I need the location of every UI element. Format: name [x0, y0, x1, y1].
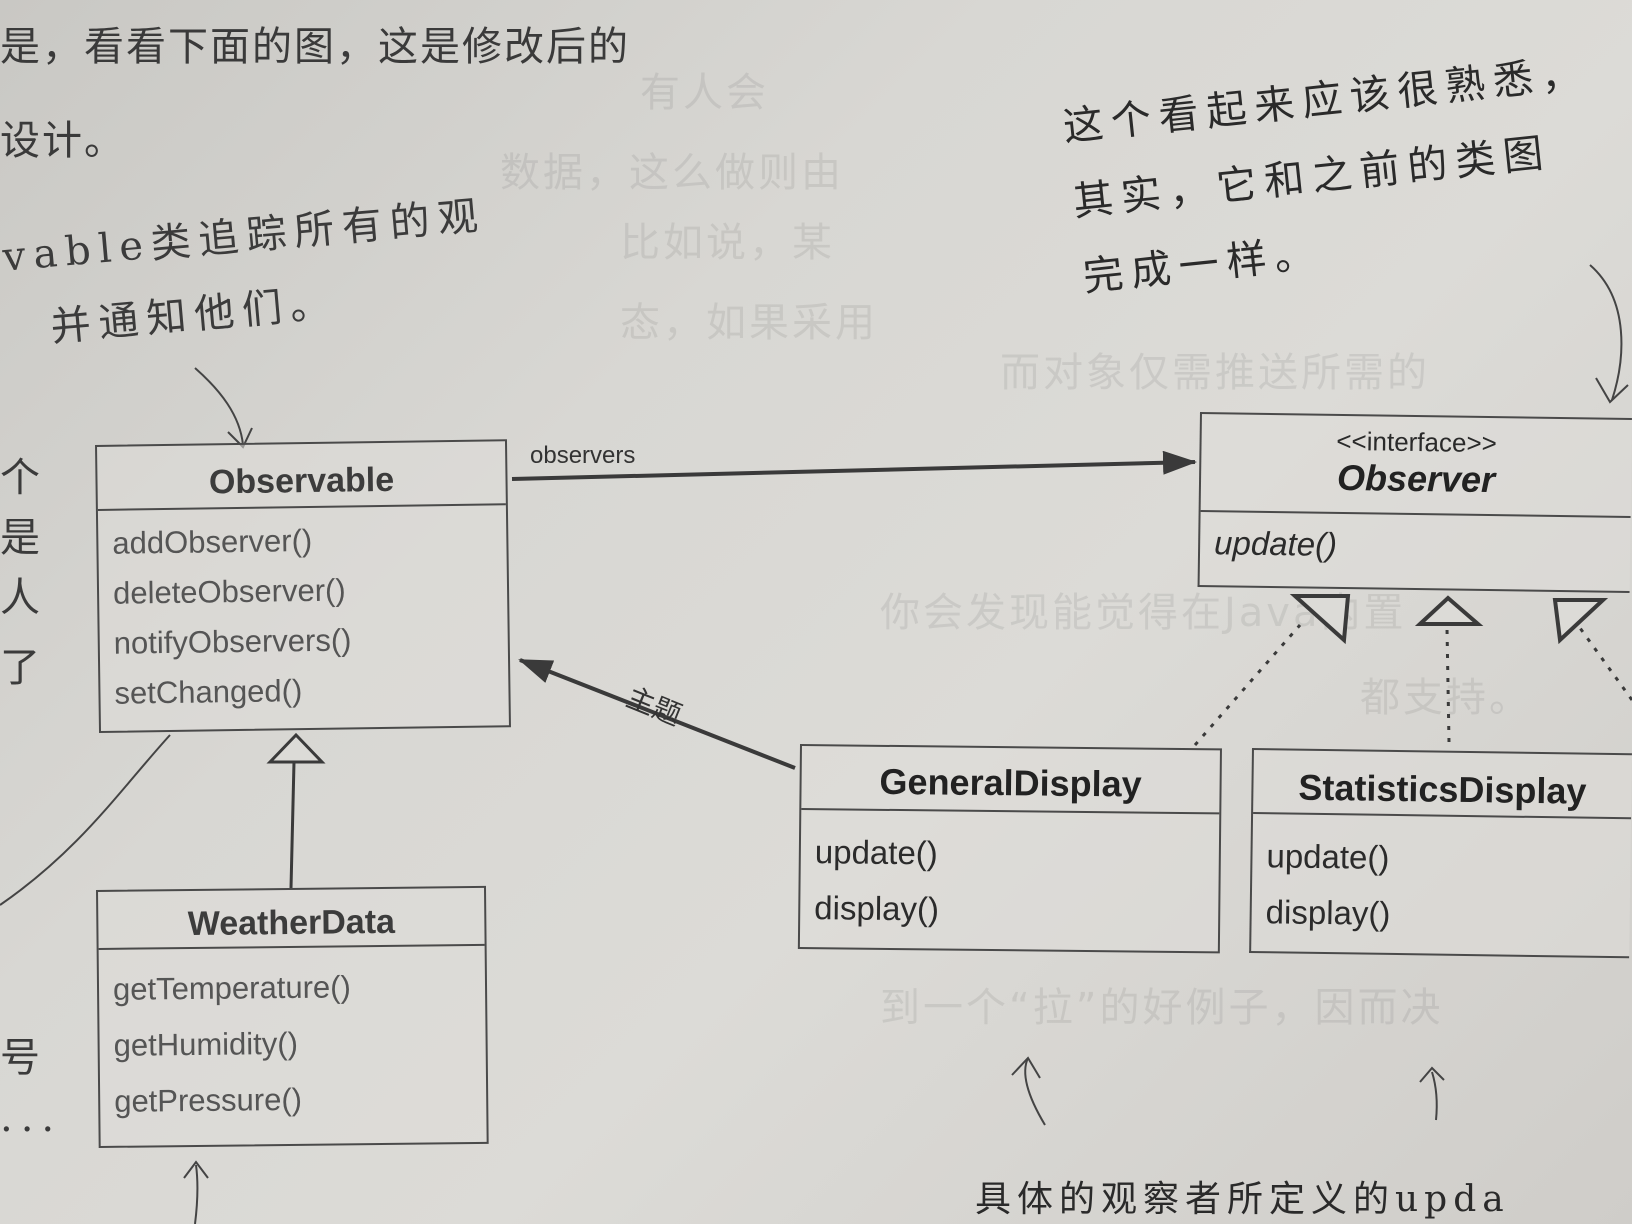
bleed-text: 而对象仅需推送所需的 [1000, 350, 1430, 396]
bleed-text: 比如说，某 [620, 220, 835, 266]
inheritance-line [289, 761, 296, 889]
bleed-text: 态，如果采用 [620, 300, 878, 346]
realization-line [1445, 627, 1451, 743]
method-list: addObserver() deleteObserver() notifyObs… [98, 505, 509, 727]
printed-text-line-2: 设计。 [0, 118, 126, 164]
observer-interface-box: <<interface>> Observer update() [1197, 412, 1632, 594]
generaldisplay-class-box: GeneralDisplay update() display() [797, 744, 1222, 954]
hand-arrow-stroke [194, 367, 244, 446]
bleed-text: 到一个“拉”的好例子，因而决 [880, 985, 1444, 1031]
method-item: display() [814, 889, 940, 928]
bleed-text: 数据，这么做则由 [500, 150, 844, 196]
method-item: getPressure() [114, 1081, 303, 1119]
hand-arrow-head [1011, 1056, 1041, 1079]
realization-line [1578, 627, 1632, 701]
hand-arrow-head [1419, 1066, 1445, 1083]
class-header: WeatherData [98, 887, 485, 950]
annotation-bottom-right: 具体的观察者所定义的upda [975, 1179, 1510, 1220]
method-item: getHumidity() [113, 1025, 299, 1063]
realization-arrowhead [1552, 598, 1609, 645]
interface-header: <<interface>> Observer [1200, 414, 1632, 519]
method-list: update() display() [800, 810, 1219, 948]
hand-drawn-curve [0, 734, 171, 906]
hand-arrow-stroke [1589, 264, 1623, 401]
class-header: GeneralDisplay [801, 746, 1220, 815]
margin-char: 是 [0, 515, 48, 561]
method-list: update() [1200, 512, 1631, 582]
method-item: display() [1265, 893, 1391, 932]
statisticsdisplay-class-name: StatisticsDisplay [1298, 766, 1587, 812]
margin-char: 人 [0, 575, 48, 621]
margin-char: 号 [0, 1035, 48, 1081]
weatherdata-class-name: WeatherData [187, 902, 396, 944]
class-header: Observable [97, 441, 506, 511]
realization-line [1193, 624, 1302, 746]
observer-interface-name: Observer [1336, 456, 1496, 501]
observable-class-box: Observable addObserver() deleteObserver(… [95, 439, 511, 733]
realization-arrowhead [1289, 594, 1351, 645]
class-header: StatisticsDisplay [1253, 750, 1632, 820]
margin-char: 了 [0, 645, 48, 691]
generaldisplay-class-name: GeneralDisplay [879, 760, 1142, 805]
hand-arrow-head [1595, 377, 1629, 404]
hand-arrow-stroke [1024, 1057, 1046, 1126]
observers-edge-label: observers [530, 442, 636, 469]
method-item: deleteObserver() [112, 572, 346, 611]
method-list: update() display() [1251, 814, 1631, 953]
weatherdata-class-box: WeatherData getTemperature() getHumidity… [96, 885, 489, 1148]
subject-association-line [518, 658, 796, 770]
method-item: update() [814, 833, 938, 872]
hand-arrow-head [183, 1160, 209, 1179]
margin-char: ... [0, 1095, 63, 1141]
method-item: setChanged() [114, 673, 303, 711]
realization-arrowhead [1414, 595, 1484, 626]
statisticsdisplay-class-box: StatisticsDisplay update() display() [1249, 748, 1632, 959]
bleed-text: 有人会 [640, 70, 769, 116]
inheritance-arrowhead [266, 732, 326, 764]
margin-char: 个 [0, 455, 48, 501]
method-item: getTemperature() [112, 969, 351, 1007]
method-item: notifyObservers() [113, 622, 352, 661]
hand-arrow-stroke [1431, 1071, 1438, 1121]
method-list: getTemperature() getHumidity() getPressu… [99, 946, 487, 1138]
method-item: addObserver() [112, 522, 313, 561]
printed-text-line-1: 是，看看下面的图，这是修改后的 [0, 24, 630, 70]
method-item: update() [1266, 837, 1390, 876]
method-item: update() [1213, 524, 1338, 563]
observable-class-name: Observable [208, 460, 395, 502]
observers-association-line [511, 450, 1197, 481]
bleed-text: 都支持。 [1360, 675, 1532, 721]
hand-arrow-stroke [194, 1164, 199, 1224]
